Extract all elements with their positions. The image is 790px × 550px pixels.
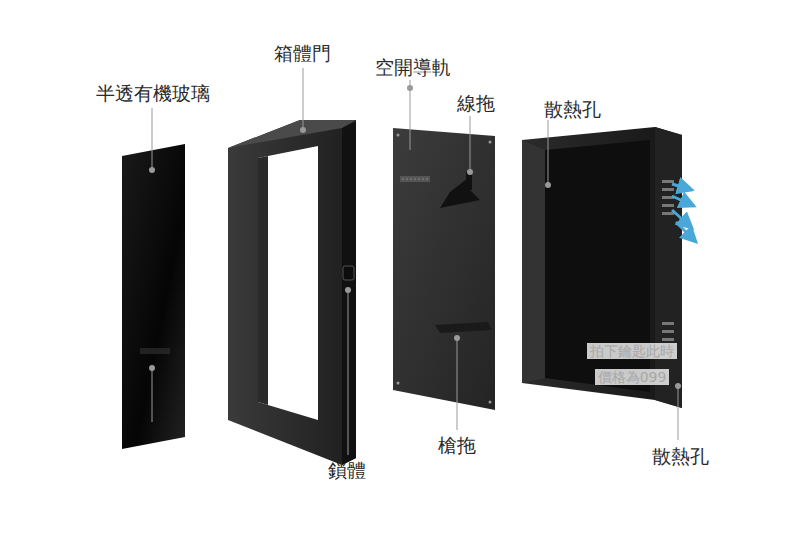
door-frame xyxy=(228,120,356,465)
part-label: 散熱孔 xyxy=(652,445,709,468)
part-label: 空開導軌 xyxy=(375,56,451,79)
part-label: 鎖體 xyxy=(328,459,366,482)
watermark: 價格為099 xyxy=(595,369,670,386)
watermark: 拍下鑰匙此時 xyxy=(587,343,677,360)
part-label: 半透有機玻璃 xyxy=(96,82,210,105)
mounting-plate xyxy=(393,128,495,410)
part-label: 槍拖 xyxy=(438,434,476,457)
leader-lines xyxy=(149,68,681,455)
part-label: 散熱孔 xyxy=(544,98,601,121)
acrylic-panel xyxy=(122,144,185,449)
part-label: 線拖 xyxy=(457,92,495,115)
part-label: 箱體門 xyxy=(274,42,331,65)
